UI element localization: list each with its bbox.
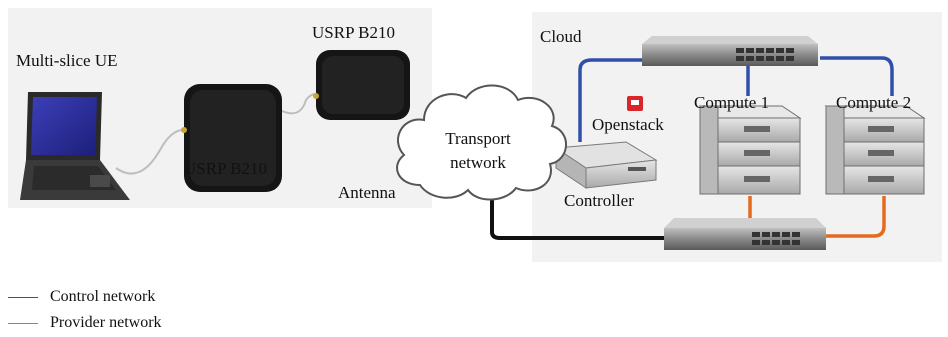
control-link-compute2 <box>820 56 894 96</box>
control-link-controller <box>578 58 648 142</box>
antenna-label: Antenna <box>338 183 396 202</box>
controller-icon <box>554 141 658 189</box>
laptop-icon <box>20 92 130 200</box>
provider-link-compute2 <box>820 196 886 238</box>
usrp-top-label: USRP B210 <box>312 23 395 42</box>
control-legend-swatch <box>8 296 38 298</box>
control-legend-label: Control network <box>50 288 156 305</box>
usrp-bottom-icon <box>181 84 282 192</box>
openstack-label: Openstack <box>592 115 664 134</box>
compute1-label: Compute 1 <box>694 93 769 112</box>
ue-usrp-cable <box>115 128 187 175</box>
compute2-label: Compute 2 <box>836 93 911 112</box>
transport-label-line2: network <box>450 153 506 172</box>
usrp-bottom-label: USRP B210 <box>184 159 267 178</box>
compute2-server-icon <box>824 105 926 195</box>
cloud-label: Cloud <box>540 27 582 46</box>
provider-legend-swatch <box>8 322 38 324</box>
ue-label: Multi-slice UE <box>16 51 118 70</box>
compute1-server-icon <box>698 105 802 195</box>
transport-cloud-icon <box>396 84 567 201</box>
legend-item-control: Control network <box>8 287 155 307</box>
provider-legend-label: Provider network <box>50 314 162 331</box>
usrp-top-icon <box>313 50 410 120</box>
control-switch-icon <box>642 36 818 66</box>
openstack-logo-icon <box>627 96 643 111</box>
legend-item-provider: Provider network <box>8 313 162 333</box>
transport-link <box>490 196 665 240</box>
provider-switch-icon <box>664 218 826 250</box>
transport-label-line1: Transport <box>445 129 511 148</box>
controller-label: Controller <box>564 191 634 210</box>
